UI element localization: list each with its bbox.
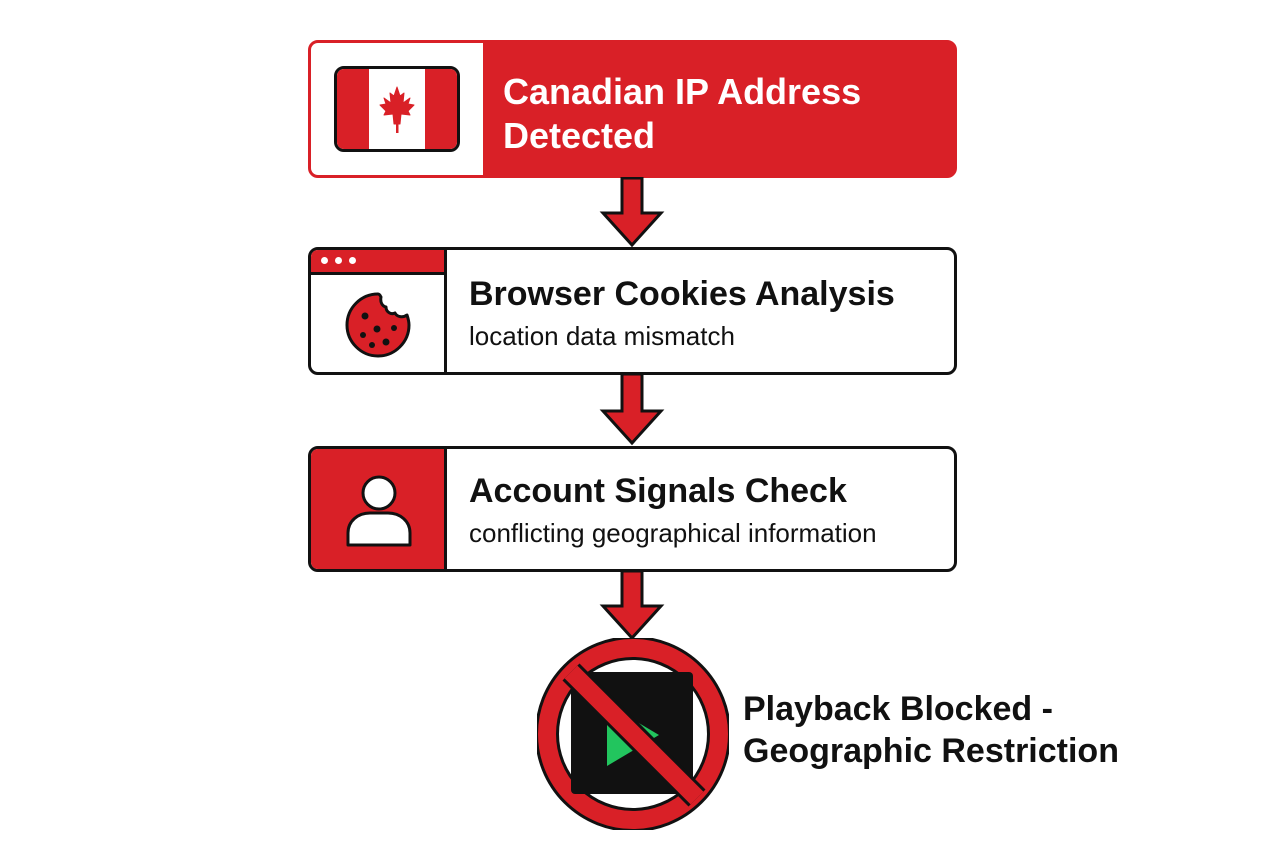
cookies-step-title: Browser Cookies Analysis: [469, 275, 895, 313]
arrow-down-icon: [599, 373, 665, 446]
ip-detected-step: Canadian IP Address Detected: [308, 40, 957, 178]
arrow-down-icon: [599, 177, 665, 248]
cookies-step: Browser Cookies Analysis location data m…: [308, 247, 957, 375]
account-step-title: Account Signals Check: [469, 472, 847, 510]
cookies-step-subtitle: location data mismatch: [469, 321, 735, 351]
account-step: Account Signals Check conflicting geogra…: [308, 446, 957, 572]
arrow-down-icon: [599, 570, 665, 641]
browser-bar: [311, 250, 444, 275]
cookie-icon: [345, 292, 411, 358]
flag-panel: [311, 43, 483, 175]
result-title: Playback Blocked - Geographic Restrictio…: [743, 688, 1119, 772]
result-title-line1: Playback Blocked -: [743, 690, 1053, 728]
account-step-subtitle: conflicting geographical information: [469, 518, 877, 548]
ip-step-title: Canadian IP Address Detected: [503, 71, 862, 156]
canada-flag-icon: [334, 66, 460, 152]
blocked-play-icon: [537, 638, 729, 830]
result-title-line2: Geographic Restriction: [743, 732, 1119, 770]
user-icon: [346, 475, 412, 547]
user-panel: [311, 449, 447, 569]
browser-panel: [311, 250, 447, 372]
